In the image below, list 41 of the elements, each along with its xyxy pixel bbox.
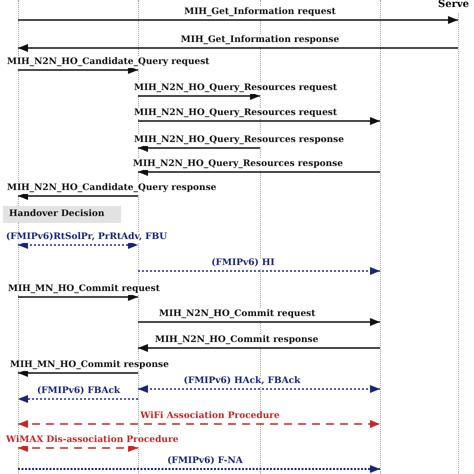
message-arrow xyxy=(18,192,138,200)
message-arrow xyxy=(138,318,380,326)
message-arrow xyxy=(18,241,138,249)
edge-label: WiFi Association Procedure xyxy=(139,411,281,422)
edge-label: MIH_N2N_HO_Commit response xyxy=(154,335,320,346)
edge-label: MIH_N2N_HO_Candidate_Query response xyxy=(6,183,218,194)
message-arrow xyxy=(138,144,260,152)
action-box: Handover Decision xyxy=(3,206,121,223)
edge-label: (FMIPv6) F-NA xyxy=(166,456,244,467)
message-arrow xyxy=(138,168,380,176)
edge-label: MIH_Get_Information request xyxy=(183,7,337,18)
message-arrow xyxy=(18,293,138,301)
edge-label: MIH_N2N_HO_Query_Resources request xyxy=(133,108,338,119)
message-arrow xyxy=(18,16,458,24)
message-arrow xyxy=(138,117,380,125)
edge-label: (FMIPv6) FBAck xyxy=(36,386,122,397)
lifeline xyxy=(458,13,459,474)
message-arrow xyxy=(18,66,138,74)
edge-label: MIH_Get_Information response xyxy=(180,35,340,46)
edge-label: (FMIPv6) HAck, FBAck xyxy=(182,376,302,387)
edge-label: MIH_N2N_HO_Query_Resources response xyxy=(133,135,345,146)
message-arrow xyxy=(18,395,138,403)
edge-label: (FMIPv6) HI xyxy=(210,258,276,269)
edge-label: MIH_MN_HO_Commit request xyxy=(7,284,161,295)
message-arrow xyxy=(18,44,458,52)
edge-label: MIH_N2N_HO_Query_Resources response xyxy=(132,159,344,170)
edge-label: MIH_N2N_HO_Commit request xyxy=(158,309,316,320)
edge-label: (FMIPv6)RtSolPr, PrRtAdv, FBU xyxy=(5,232,168,243)
message-arrow xyxy=(138,385,380,393)
edge-label: WiMAX Dis-association Procedure xyxy=(5,435,180,446)
edge-label: MIH_N2N_HO_Candidate_Query request xyxy=(6,57,210,68)
message-arrow xyxy=(138,344,380,352)
message-arrow xyxy=(138,92,260,100)
message-arrow xyxy=(18,369,138,377)
message-arrow xyxy=(18,444,138,452)
message-arrow xyxy=(18,420,380,428)
edge-label: MIH_MN_HO_Commit response xyxy=(9,360,170,371)
edge-label: MIH_N2N_HO_Query_Resources request xyxy=(133,83,338,94)
message-arrow xyxy=(138,267,380,275)
message-arrow xyxy=(18,465,380,473)
lifeline xyxy=(380,0,381,474)
